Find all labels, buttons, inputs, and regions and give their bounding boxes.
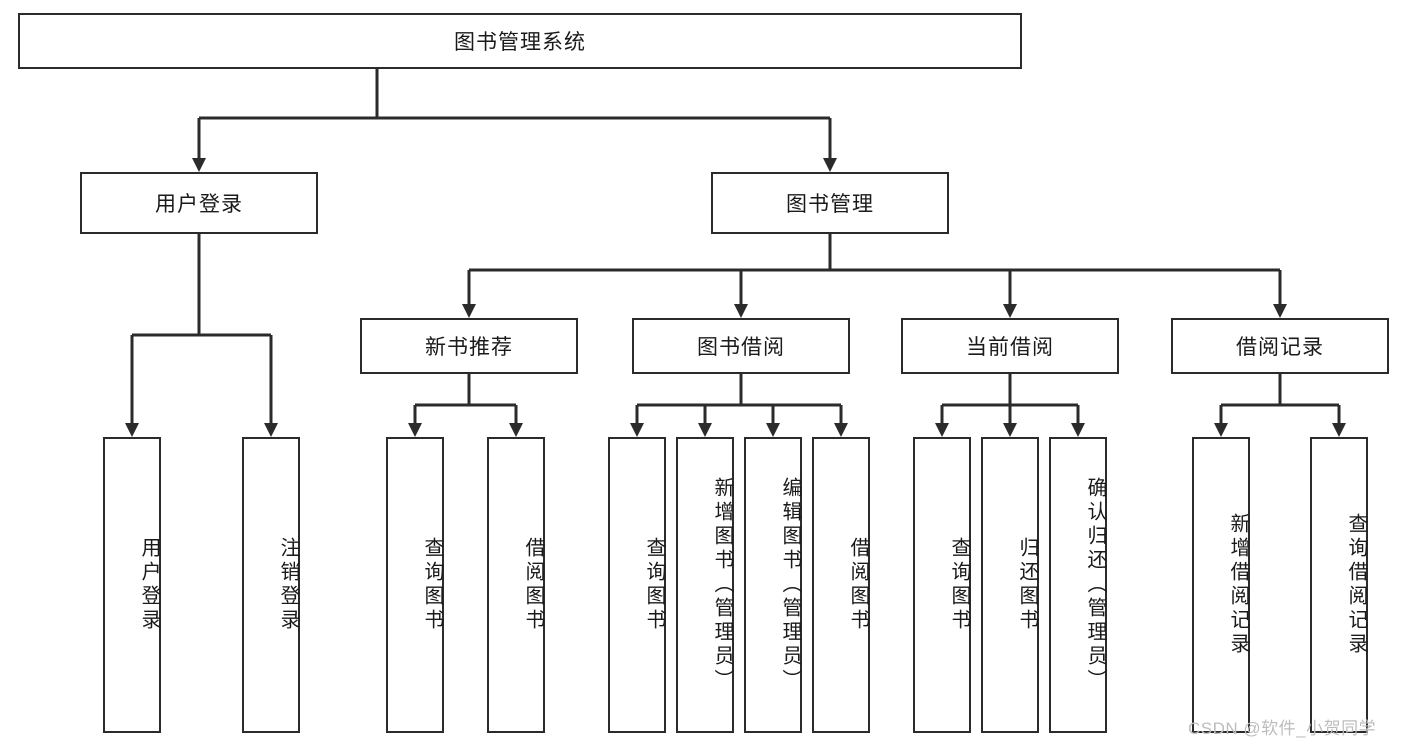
node-root-label: 图书管理系统	[454, 31, 586, 54]
node-leaf-query-book-rec[interactable]: 查询图书	[386, 437, 444, 733]
node-leaf-query-book-rec-label: 查询图书	[421, 537, 443, 633]
node-new-book-rec-label: 新书推荐	[425, 336, 513, 359]
node-book-borrow-label: 图书借阅	[697, 336, 785, 359]
node-leaf-logout-label: 注销登录	[277, 537, 299, 633]
node-new-book-rec[interactable]: 新书推荐	[360, 318, 578, 374]
node-leaf-query-book[interactable]: 查询图书	[608, 437, 666, 733]
node-borrow-record-label: 借阅记录	[1236, 336, 1324, 359]
node-leaf-edit-book[interactable]: 编辑图书（管理员）	[744, 437, 802, 733]
node-book-manage-label: 图书管理	[786, 193, 874, 216]
node-leaf-query-book-cur[interactable]: 查询图书	[913, 437, 971, 733]
node-leaf-borrow-book-label: 借阅图书	[847, 537, 869, 633]
node-leaf-borrow-book-rec[interactable]: 借阅图书	[487, 437, 545, 733]
node-borrow-record[interactable]: 借阅记录	[1171, 318, 1389, 374]
node-leaf-query-record[interactable]: 查询借阅记录	[1310, 437, 1368, 733]
node-leaf-logout[interactable]: 注销登录	[242, 437, 300, 733]
node-root[interactable]: 图书管理系统	[18, 13, 1022, 69]
node-leaf-add-book-label: 新增图书（管理员）	[711, 477, 733, 693]
node-leaf-borrow-book-rec-label: 借阅图书	[522, 537, 544, 633]
node-leaf-return-book[interactable]: 归还图书	[981, 437, 1039, 733]
node-leaf-query-book-label: 查询图书	[643, 537, 665, 633]
node-leaf-user-login[interactable]: 用户登录	[103, 437, 161, 733]
node-current-borrow[interactable]: 当前借阅	[901, 318, 1119, 374]
node-book-borrow[interactable]: 图书借阅	[632, 318, 850, 374]
node-book-manage[interactable]: 图书管理	[711, 172, 949, 234]
node-leaf-add-record-label: 新增借阅记录	[1227, 513, 1249, 657]
node-leaf-borrow-book[interactable]: 借阅图书	[812, 437, 870, 733]
node-leaf-confirm-return[interactable]: 确认归还（管理员）	[1049, 437, 1107, 733]
node-user-login[interactable]: 用户登录	[80, 172, 318, 234]
node-leaf-add-record[interactable]: 新增借阅记录	[1192, 437, 1250, 733]
node-leaf-add-book[interactable]: 新增图书（管理员）	[676, 437, 734, 733]
node-leaf-return-book-label: 归还图书	[1016, 537, 1038, 633]
node-leaf-query-book-cur-label: 查询图书	[948, 537, 970, 633]
node-user-login-label: 用户登录	[155, 193, 243, 216]
node-leaf-edit-book-label: 编辑图书（管理员）	[779, 477, 801, 693]
node-leaf-user-login-label: 用户登录	[138, 537, 160, 633]
node-leaf-confirm-return-label: 确认归还（管理员）	[1084, 477, 1106, 693]
watermark: CSDN @软件_小贺同学	[1188, 719, 1377, 738]
node-current-borrow-label: 当前借阅	[966, 336, 1054, 359]
node-leaf-query-record-label: 查询借阅记录	[1345, 513, 1367, 657]
